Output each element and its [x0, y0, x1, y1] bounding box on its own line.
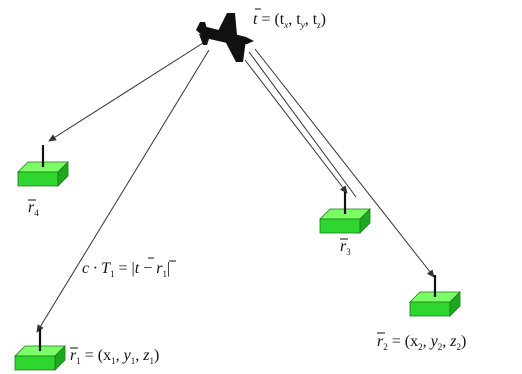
label-r2-sub: 2: [383, 342, 388, 352]
receiver-box-front: [409, 301, 451, 317]
label-r2-c1: , y: [423, 333, 439, 350]
return-line-r3: [248, 51, 357, 198]
label-r1: r1 = (x1, y1, z1): [70, 347, 159, 366]
range-dot-T: · T: [89, 260, 111, 277]
airplane-icon: [196, 13, 254, 62]
receiver-r4: [17, 145, 69, 187]
label-r4-sub: 4: [34, 208, 39, 218]
aircraft-sub-x: x: [283, 20, 288, 30]
label-r2-name: r: [377, 333, 384, 350]
range-c: c: [82, 260, 89, 277]
svg-text:r3: r3: [340, 238, 351, 257]
svg-text:r2 = (x2, y2, z2): r2 = (x2, y2, z2): [377, 333, 466, 352]
receiver-box-side: [54, 345, 66, 371]
label-r1-name: r: [70, 347, 77, 364]
range-t: t: [135, 260, 140, 277]
label-r2-c4: 2: [456, 342, 461, 352]
receiver-r1: [14, 329, 66, 371]
label-r2-c0: 2: [418, 342, 423, 352]
label-r2-c3: , z: [442, 333, 457, 350]
aircraft-sep-1: , t: [288, 11, 301, 28]
label-r1-sub: 1: [76, 356, 81, 366]
receiver-box-front: [17, 171, 59, 187]
label-r1-c0: 1: [111, 356, 116, 366]
aircraft-sub-z: z: [316, 20, 321, 30]
label-r4: r4: [28, 199, 39, 218]
receiver-box-front: [319, 218, 361, 234]
label-r3: r3: [340, 238, 351, 257]
svg-text:r4: r4: [28, 199, 39, 218]
range-minus: −: [139, 260, 156, 277]
label-r3-sub: 3: [346, 247, 351, 257]
range-r: r: [156, 260, 163, 277]
receiver-r3: [319, 192, 371, 234]
label-r1-c5: ): [154, 347, 159, 364]
aircraft-position-label: t = (tx, ty, tz): [253, 8, 326, 30]
label-r2-eq: = (x: [388, 333, 418, 350]
aircraft-label-rest: = (t: [257, 11, 284, 28]
range-T-sub: 1: [110, 269, 115, 279]
aircraft-close: ): [321, 11, 326, 28]
label-r1-c3: , z: [135, 347, 150, 364]
range-close: |: [167, 260, 170, 277]
label-r2: r2 = (x2, y2, z2): [377, 332, 466, 352]
receiver-box-side: [57, 161, 69, 187]
label-r2-c2: 2: [438, 342, 443, 352]
label-r1-c2: 1: [131, 356, 136, 366]
signal-line-r1: [36, 49, 210, 333]
label-r3-name: r: [340, 238, 347, 255]
signal-line-r3: [244, 59, 348, 194]
label-r1-c1: , y: [116, 347, 132, 364]
label-r2-c5: ): [461, 333, 466, 350]
label-r1-c4: 1: [149, 356, 154, 366]
range-eq-open: = |: [115, 260, 135, 277]
svg-text:c · T1 = |t − r1|: c · T1 = |t − r1|: [82, 260, 170, 279]
label-r1-eq: = (x: [81, 347, 111, 364]
receiver-r2: [409, 275, 461, 317]
signal-line-r2: [254, 48, 435, 278]
range-r-sub: 1: [162, 269, 167, 279]
receiver-box-side: [449, 291, 461, 317]
aircraft-sep-2: , t: [305, 11, 318, 28]
signal-line-r4: [48, 42, 204, 142]
receiver-box-side: [359, 208, 371, 234]
svg-text:t = (tx, ty, tz): t = (tx, ty, tz): [253, 11, 326, 30]
aircraft-label-vec: t: [253, 11, 258, 28]
label-r4-name: r: [28, 199, 35, 216]
aircraft-sub-y: y: [300, 20, 305, 30]
svg-text:r1 = (x1, y1, z1): r1 = (x1, y1, z1): [70, 347, 159, 366]
range-equation: c · T1 = |t − r1|: [82, 257, 176, 279]
receiver-box-front: [14, 355, 56, 371]
